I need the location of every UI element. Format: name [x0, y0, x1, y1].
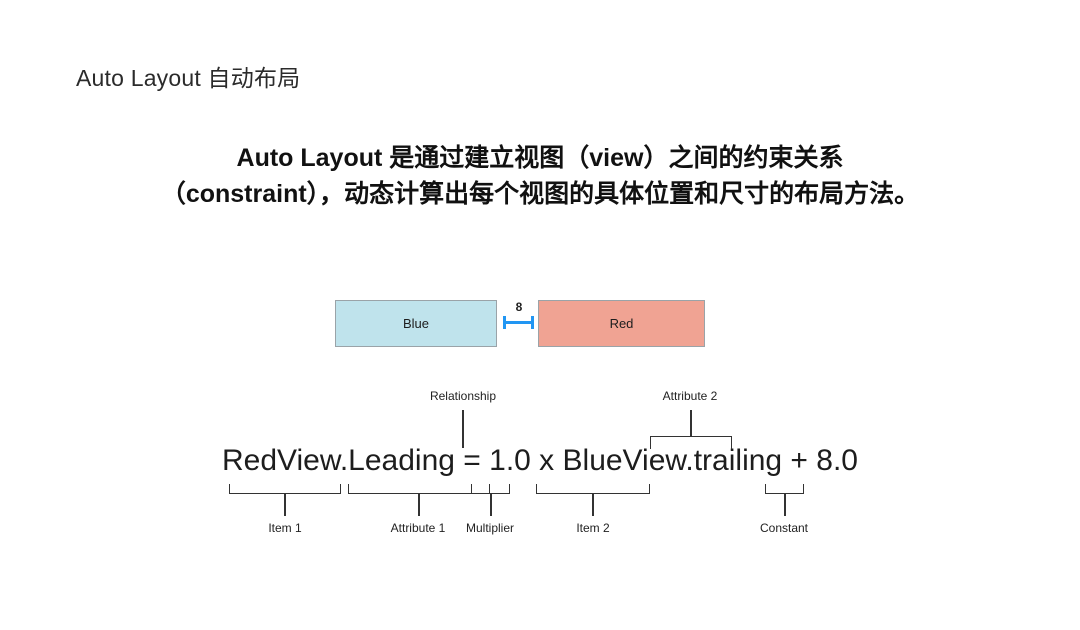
- red-view-box: Red: [538, 300, 705, 347]
- annotation-brace-item-2: [536, 484, 650, 494]
- constraint-equation: RedView.Leading = 1.0 x BlueView.trailin…: [221, 444, 858, 477]
- red-view-label: Red: [609, 316, 634, 331]
- annotation-label-attribute-1: Attribute 1: [390, 521, 446, 535]
- lead-paragraph: Auto Layout 是通过建立视图（view）之间的约束关系（constra…: [160, 144, 920, 208]
- annotation-label-constant: Constant: [759, 521, 809, 535]
- page-title: Auto Layout 自动布局: [76, 65, 301, 91]
- annotation-stem-multiplier: [490, 494, 492, 516]
- annotation-brace-attribute-2: [650, 436, 732, 449]
- annotation-brace-attribute-1: [348, 484, 490, 494]
- annotation-stem-constant: [784, 494, 786, 516]
- annotation-brace-multiplier: [471, 484, 510, 494]
- annotation-brace-item-1: [229, 484, 341, 494]
- annotation-label-relationship: Relationship: [429, 389, 497, 403]
- annotation-stem-relationship: [462, 410, 464, 448]
- annotation-stem-attribute-1: [418, 494, 420, 516]
- annotation-brace-constant: [765, 484, 804, 494]
- spacing-value-label: 8: [515, 300, 523, 314]
- annotation-stem-item-2: [592, 494, 594, 516]
- annotation-label-item-1: Item 1: [268, 521, 302, 535]
- annotation-stem-attribute-2: [690, 410, 692, 437]
- dimension-line-icon: [504, 321, 534, 324]
- annotation-label-multiplier: Multiplier: [465, 521, 514, 535]
- blue-view-box: Blue: [335, 300, 497, 347]
- annotation-label-attribute-2: Attribute 2: [662, 389, 718, 403]
- blue-view-label: Blue: [402, 316, 430, 331]
- dimension-cap-right-icon: [531, 316, 534, 329]
- annotation-label-item-2: Item 2: [576, 521, 610, 535]
- annotation-stem-item-1: [284, 494, 286, 516]
